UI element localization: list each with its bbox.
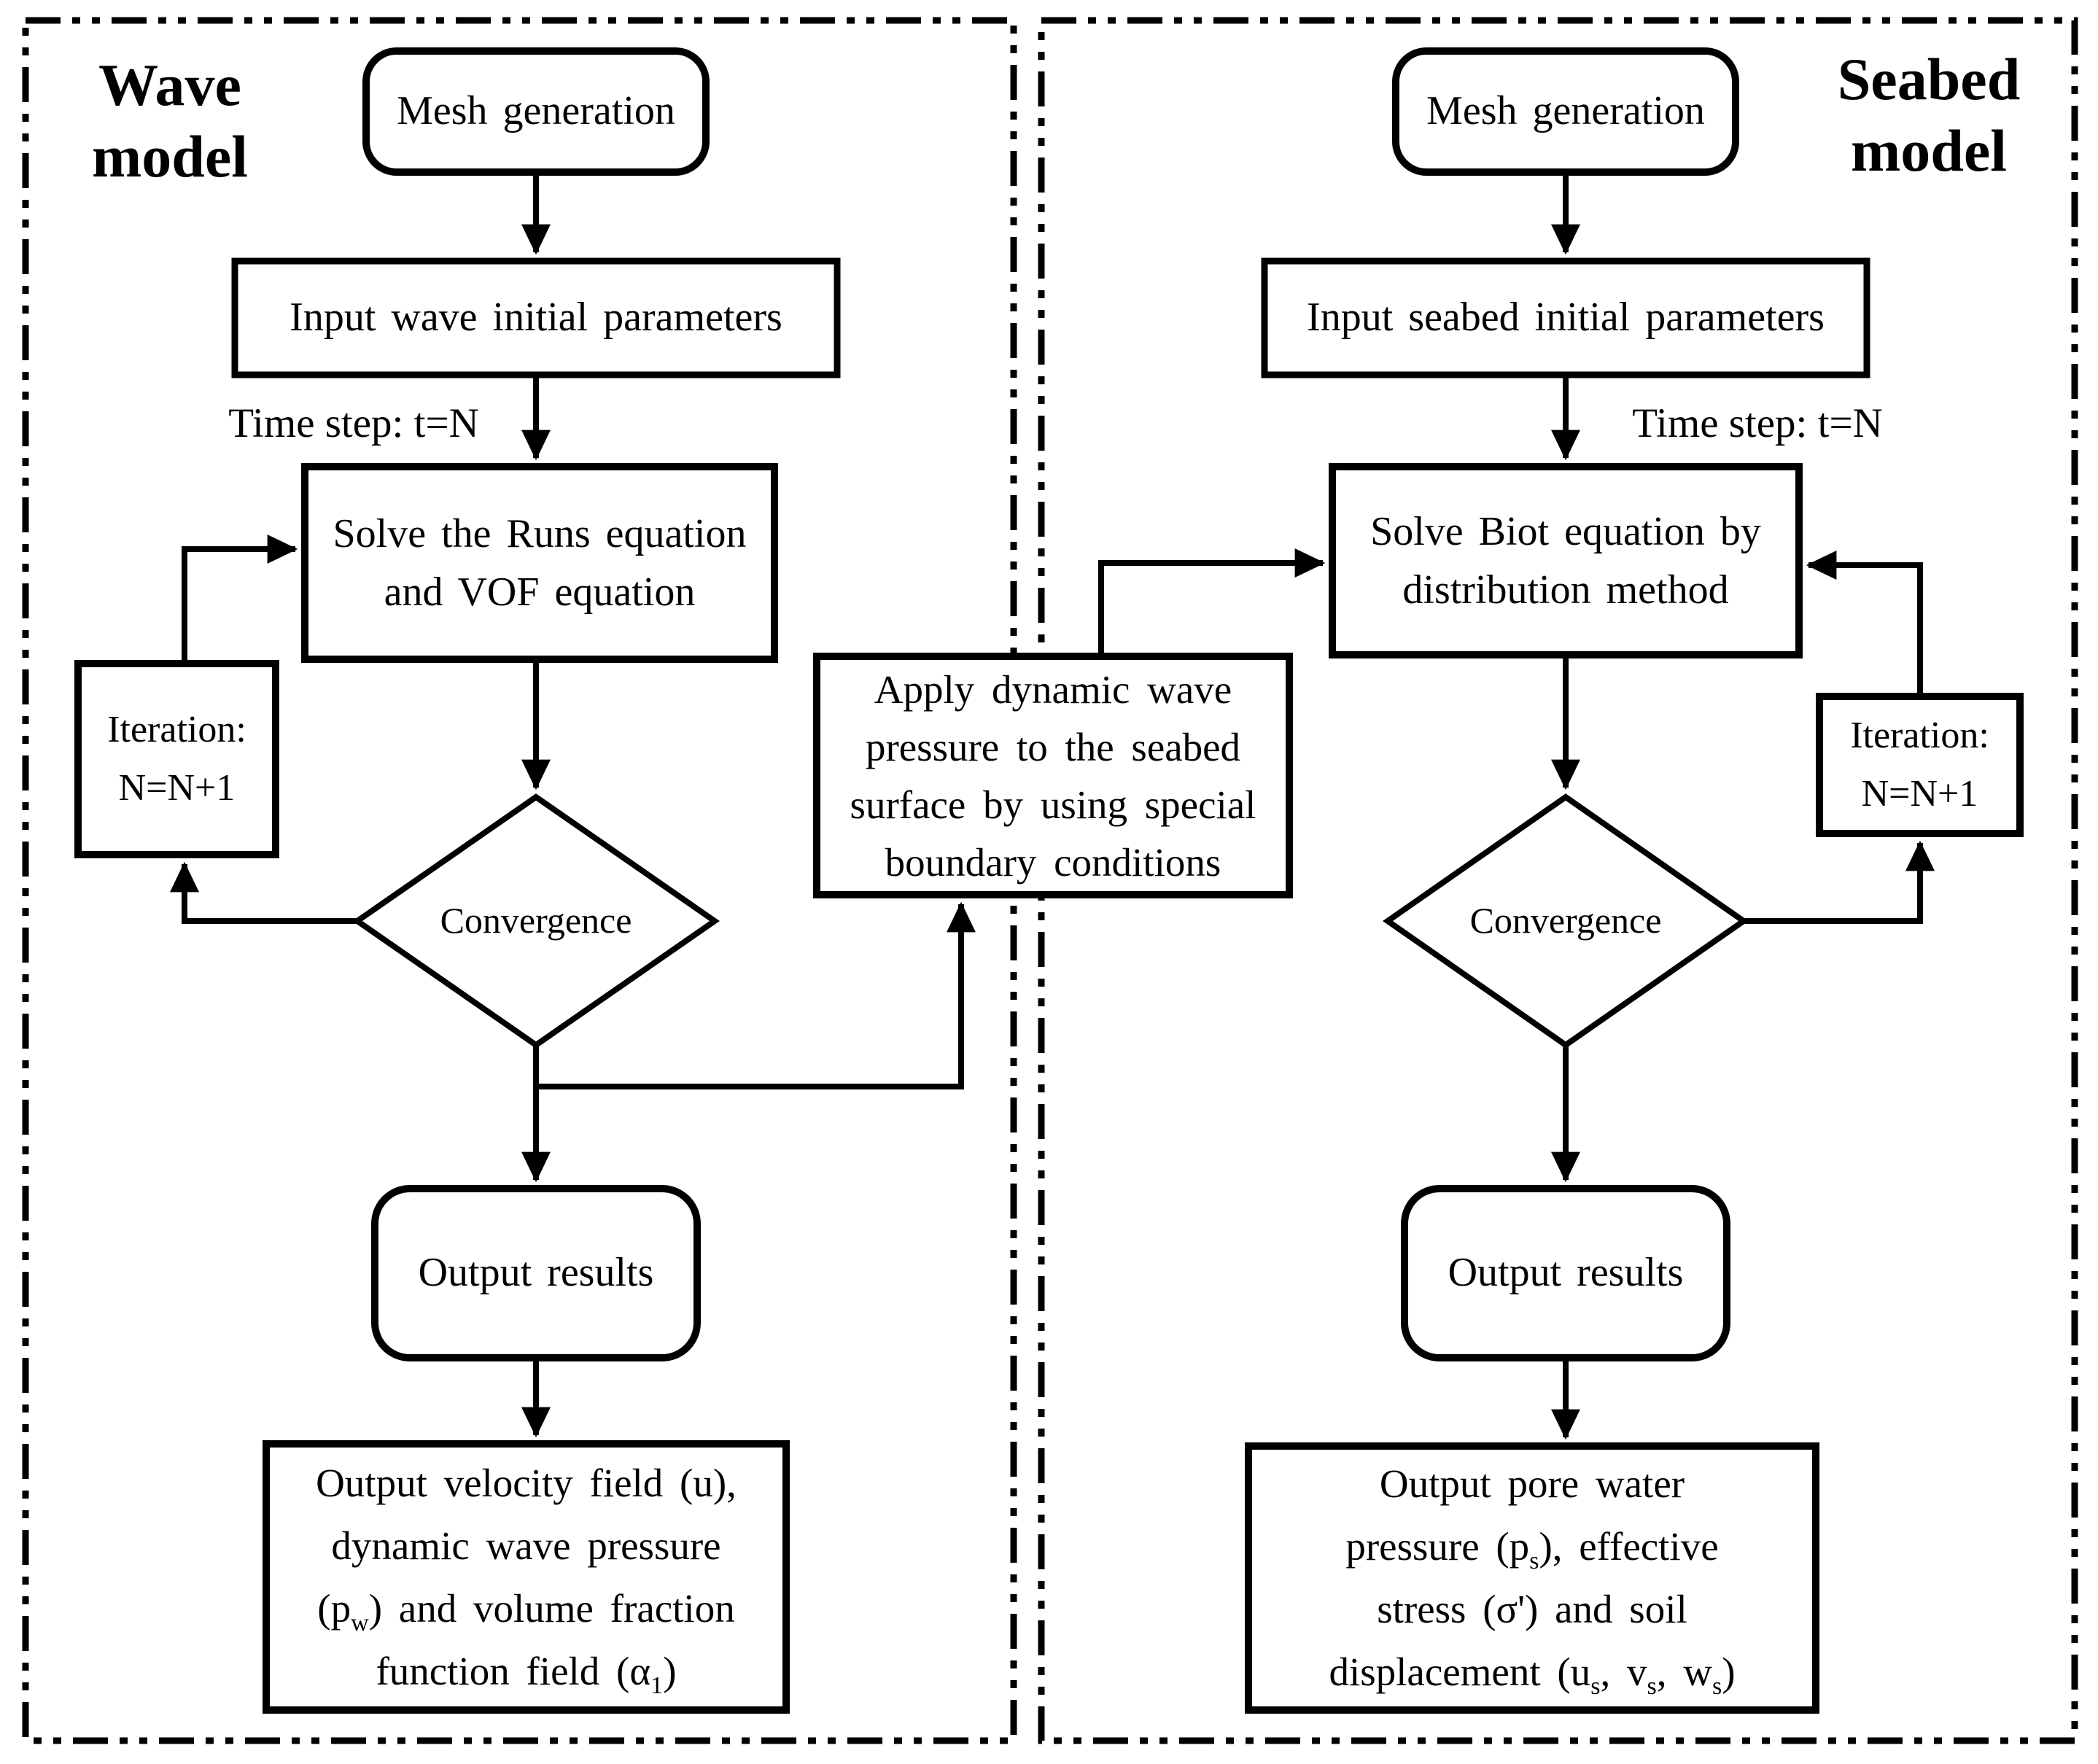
seabed-final-line3: stress (σ') and soil [1377, 1587, 1687, 1631]
wave-convergence-label: Convergence [357, 797, 715, 1045]
seabed-input-label: Input seabed initial parameters [1264, 261, 1867, 375]
wave-model-title-line2: model [91, 123, 249, 190]
wave-time-step-label: Time step: t=N [228, 400, 479, 446]
wave-final-line4: function field (α1) [376, 1648, 677, 1699]
seabed-output-results-node [1401, 1185, 1730, 1361]
apply-line3: surface by using special [850, 782, 1256, 827]
wave-solve-line1: Solve the Runs equation [333, 511, 747, 556]
wave-panel-border [22, 17, 1017, 1744]
seabed-final-line2: pressure (ps), effective [1345, 1524, 1719, 1574]
seabed-mesh-node [1392, 47, 1739, 176]
wave-final-output-node [263, 1440, 790, 1714]
seabed-final-line4: displacement (us, vs, ws) [1329, 1650, 1736, 1700]
wave-convergence-to-iteration-arrow [170, 861, 357, 924]
wave-convergence-diamond [351, 793, 720, 1049]
seabed-convergence-label: Convergence [1388, 797, 1744, 1045]
wave-solve-label: Solve the Runs equation and VOF equation [305, 467, 774, 659]
wave-mesh-node [362, 47, 710, 176]
wave-iteration-line2: N=N+1 [118, 767, 236, 809]
seabed-iteration-line2: N=N+1 [1861, 773, 1978, 815]
wave-final-line1: Output velocity field (u), [316, 1460, 737, 1505]
seabed-model-title: Seabed model [1790, 44, 2067, 187]
seabed-mesh-label: Mesh generation [1396, 51, 1736, 172]
seabed-iteration-node [1816, 693, 2024, 837]
apply-pressure-label: Apply dynamic wave pressure to the seabe… [817, 656, 1289, 895]
seabed-convergence-text: Convergence [1469, 900, 1662, 941]
seabed-output-results-label: Output results [1405, 1189, 1727, 1358]
wave-final-output-label: Output velocity field (u), dynamic wave … [266, 1444, 786, 1710]
seabed-model-title-line1: Seabed [1837, 46, 2021, 112]
seabed-iteration-line1: Iteration: [1850, 715, 1989, 756]
wave-to-apply-connector-arrow [536, 901, 976, 1089]
seabed-iteration-to-solve-arrow [1806, 551, 1923, 696]
seabed-solve-label: Solve Biot equation by distribution meth… [1332, 467, 1799, 655]
wave-model-title-line1: Wave [98, 52, 241, 118]
apply-pressure-node [813, 653, 1293, 898]
seabed-solve-node [1329, 463, 1803, 658]
seabed-model-title-line2: model [1850, 117, 2008, 184]
wave-convergence-text: Convergence [440, 900, 632, 941]
seabed-convergence-diamond [1383, 793, 1749, 1049]
seabed-convergence-to-iteration-arrow [1744, 840, 1935, 924]
wave-output-results-node [371, 1185, 701, 1361]
seabed-final-output-label: Output pore water pressure (ps), effecti… [1248, 1446, 1816, 1710]
seabed-mesh-label-text: Mesh generation [1426, 88, 1705, 134]
wave-solve-node [301, 463, 778, 663]
wave-iteration-label: Iteration: N=N+1 [78, 664, 276, 855]
wave-input-label: Input wave initial parameters [235, 261, 837, 375]
apply-line4: boundary conditions [885, 839, 1221, 885]
seabed-output-results-text: Output results [1448, 1250, 1684, 1296]
apply-line1: Apply dynamic wave [874, 667, 1232, 712]
wave-input-label-text: Input wave initial parameters [290, 295, 782, 341]
wave-input-node [231, 257, 841, 378]
wave-final-line3: (pw) and volume fraction [317, 1585, 735, 1636]
wave-mesh-label-text: Mesh generation [397, 88, 675, 134]
apply-line2: pressure to the seabed [865, 724, 1241, 769]
wave-model-title: Wave model [64, 50, 276, 193]
seabed-solve-line2: distribution method [1402, 567, 1729, 613]
seabed-input-label-text: Input seabed initial parameters [1307, 295, 1825, 341]
wave-iteration-node [74, 660, 279, 858]
seabed-input-node [1261, 257, 1870, 378]
seabed-solve-line1: Solve Biot equation by [1370, 509, 1761, 554]
apply-to-biot-connector-arrow [1098, 548, 1326, 656]
wave-iteration-line1: Iteration: [107, 709, 246, 750]
seabed-final-line1: Output pore water [1379, 1461, 1685, 1506]
seabed-iteration-label: Iteration: N=N+1 [1819, 696, 2020, 834]
wave-mesh-label: Mesh generation [366, 51, 706, 172]
wave-output-results-label: Output results [375, 1189, 697, 1358]
seabed-final-output-node [1245, 1442, 1819, 1714]
seabed-time-step-label: Time step: t=N [1632, 400, 1883, 446]
wave-iteration-to-solve-arrow [182, 535, 298, 664]
wave-solve-line2: and VOF equation [384, 570, 696, 615]
wave-final-line2: dynamic wave pressure [331, 1523, 721, 1568]
wave-output-results-text: Output results [418, 1250, 654, 1296]
